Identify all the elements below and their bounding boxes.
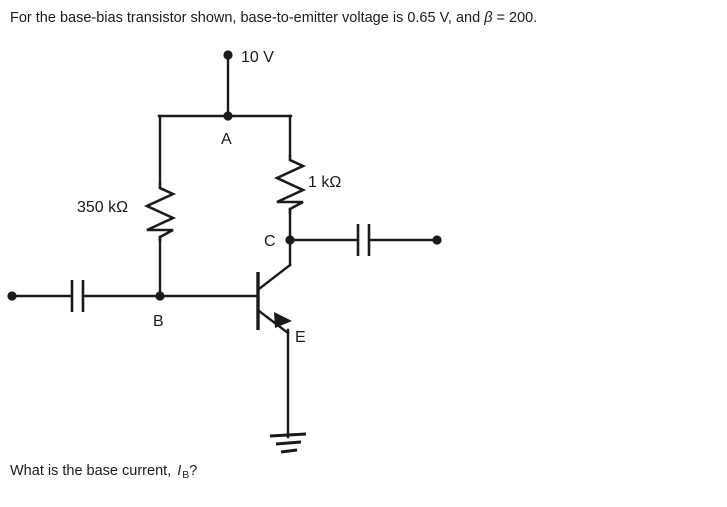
collector-resistor-branch: 1 kΩ <box>273 114 341 242</box>
collector-wire-diagonal <box>257 263 292 291</box>
current-symbol: I <box>177 463 182 479</box>
node-a-label: A <box>221 131 232 148</box>
current-subscript: B <box>182 469 190 481</box>
supply-voltage-label: 10 V <box>241 49 274 66</box>
output-terminal-dot <box>432 235 442 245</box>
question-header-text-before: For the base-bias transistor shown, base… <box>10 10 485 26</box>
transistor-npn: E <box>256 272 306 346</box>
question-header-text-after: = 200. <box>492 10 538 26</box>
top-rail: A <box>157 111 293 148</box>
question-header: For the base-bias transistor shown, base… <box>10 8 720 28</box>
output-branch: C <box>264 224 442 256</box>
node-b-dot <box>155 291 165 301</box>
base-resistor-symbol <box>143 183 177 242</box>
circuit-diagram: 10 V A 350 kΩ 1 kΩ C <box>0 30 727 460</box>
ground-bar-top <box>269 432 307 438</box>
ground-bar-middle <box>275 440 302 446</box>
question-footer-text-before: What is the base current, <box>10 463 176 479</box>
node-a-dot <box>223 111 233 121</box>
base-resistor-label: 350 kΩ <box>77 199 128 216</box>
beta-symbol: β <box>484 10 493 26</box>
ground-icon <box>269 432 307 454</box>
ground-bar-bottom <box>280 448 298 454</box>
node-b-label: B <box>153 313 164 330</box>
node-c-label: C <box>264 233 276 250</box>
base-input-branch: B <box>7 280 260 330</box>
node-e-label: E <box>295 329 306 346</box>
emitter-wire-diagonal <box>257 309 290 335</box>
supply-branch: 10 V <box>223 49 274 118</box>
collector-resistor-symbol <box>273 155 307 214</box>
collector-lead <box>257 238 292 291</box>
question-footer: What is the base current, IB? <box>10 461 197 485</box>
collector-resistor-label: 1 kΩ <box>308 174 341 191</box>
base-resistor-branch: 350 kΩ <box>77 114 177 298</box>
question-footer-text-after: ? <box>189 463 198 479</box>
emitter-arrow-icon <box>274 312 292 328</box>
ground-branch <box>269 328 307 454</box>
